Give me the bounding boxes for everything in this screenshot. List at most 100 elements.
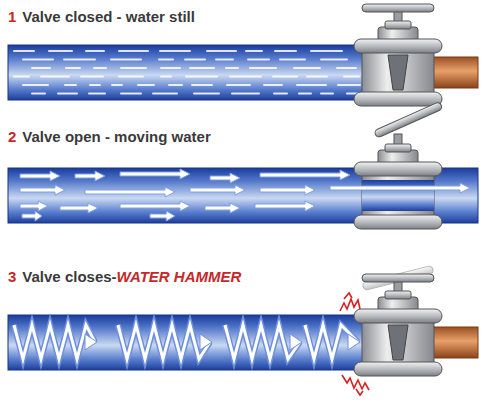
water-dash [41, 76, 69, 78]
water-dash [119, 50, 148, 52]
water-dash [321, 93, 333, 95]
water-dash [161, 76, 171, 78]
water-dash [226, 67, 238, 69]
shock-wave-head [200, 334, 212, 350]
flow-arrow [20, 201, 48, 211]
water-dash [121, 67, 146, 69]
shock-wave [225, 325, 300, 359]
shock-wave [225, 325, 300, 359]
vibration-mark [342, 375, 369, 395]
water-dash [232, 93, 259, 95]
step-number: 3 [8, 268, 16, 286]
flow-arrow [150, 211, 175, 221]
water-dash [64, 59, 95, 61]
shock-wave [118, 325, 210, 359]
flow-arrow [120, 201, 190, 211]
water-dash [65, 84, 76, 86]
water-dash [297, 84, 326, 86]
water-dash [14, 50, 34, 52]
water-dash [311, 50, 342, 52]
water-dash [119, 76, 143, 78]
caption-row: 3 Valve closes-WATER HAMMER [8, 268, 241, 286]
water-dash [192, 84, 212, 86]
flow-arrows [20, 169, 470, 221]
water-dash [161, 67, 180, 69]
water-dash [280, 59, 305, 61]
water-dash [66, 67, 80, 69]
water-dash [230, 76, 261, 78]
water-dash [23, 59, 53, 61]
water-dash [337, 67, 356, 69]
vibration-mark [340, 293, 360, 311]
shock-wave-head [290, 334, 302, 350]
water-dash [32, 67, 50, 69]
warning-text: WATER HAMMER [117, 268, 242, 286]
closed-pipe [8, 4, 478, 106]
hammer-pipe [8, 265, 478, 395]
water-dash [121, 93, 141, 95]
water-dash [338, 84, 360, 86]
water-dash [112, 84, 122, 86]
flow-arrow [20, 185, 65, 195]
water-dash [194, 93, 219, 95]
shock-wave [118, 325, 210, 359]
water-dash [186, 76, 217, 78]
water-dash [160, 50, 190, 52]
caption-row: 1 Valve closed - water still [8, 8, 195, 26]
step-number: 1 [8, 8, 16, 26]
water-dash [94, 67, 106, 69]
step-number: 2 [8, 128, 16, 146]
step-caption: Valve open - moving water [22, 128, 210, 146]
water-dash [90, 84, 100, 86]
still-water-dashes [14, 51, 360, 94]
flow-arrow [20, 171, 60, 181]
water-dash [227, 84, 250, 86]
water-dash [299, 93, 311, 95]
water-dash [23, 84, 48, 86]
shock-wave [14, 325, 95, 359]
water-dash [185, 59, 205, 61]
flow-arrow [190, 185, 245, 195]
water-dash [89, 93, 105, 95]
flow-arrow [330, 183, 470, 193]
shock-wave [14, 325, 95, 359]
flow-arrow [120, 169, 190, 179]
water-dash [207, 50, 236, 52]
water-dash [250, 67, 276, 69]
flow-arrow [260, 170, 350, 180]
water-dash [294, 67, 320, 69]
open-pipe [8, 102, 478, 229]
water-dash [344, 76, 359, 78]
water-dash [49, 50, 72, 52]
water-dash [111, 59, 141, 61]
water-dash [321, 59, 347, 61]
water-dash [32, 93, 45, 95]
water-dash [159, 59, 173, 61]
flow-arrow [255, 201, 315, 211]
flow-arrow [205, 203, 240, 213]
water-dash [216, 59, 233, 61]
water-dash [246, 50, 262, 52]
flow-arrow [22, 211, 42, 221]
flow-arrow [60, 203, 98, 213]
water-dash [275, 50, 296, 52]
step-caption: Valve closes- [22, 268, 116, 286]
flow-arrow [75, 171, 105, 181]
water-dash [307, 76, 327, 78]
caption-row: 2 Valve open - moving water [8, 128, 211, 146]
shock-wave-head [85, 334, 97, 350]
flow-arrow [260, 185, 315, 195]
water-dash [86, 50, 104, 52]
shock-wave-arrows [14, 325, 360, 359]
water-dash [138, 84, 154, 86]
flow-arrow [85, 187, 175, 197]
water-dash [190, 67, 214, 69]
water-dash [58, 93, 77, 95]
water-dash [153, 93, 177, 95]
water-dash [273, 76, 297, 78]
step-caption: Valve closed - water still [22, 8, 195, 26]
water-dash [264, 84, 282, 86]
water-dash [81, 76, 103, 78]
